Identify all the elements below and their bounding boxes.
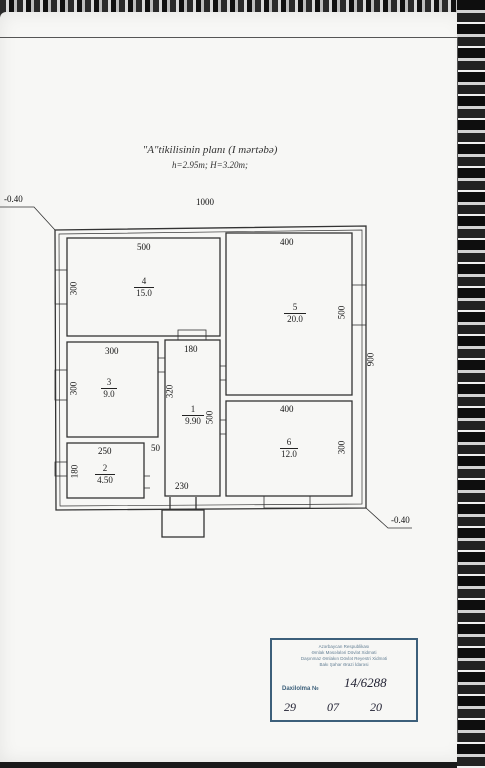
room-number: 5	[284, 302, 306, 314]
room-3-label: 3 9.0	[101, 377, 117, 400]
room-3-width: 300	[105, 346, 119, 356]
stamp-reg-label: Daxilolma №	[282, 686, 319, 692]
room-2-width: 250	[98, 446, 112, 456]
room-3-height: 300	[68, 381, 79, 396]
window	[54, 369, 68, 401]
room-number: 3	[101, 377, 117, 389]
room-6-width: 400	[280, 404, 294, 414]
overall-height-dim: 900	[365, 352, 376, 367]
room-1-width: 180	[184, 344, 198, 354]
room-2-height: 180	[69, 464, 80, 479]
room-4-height: 300	[68, 281, 79, 296]
room-1-height: 500	[204, 410, 215, 425]
drawing-frame	[0, 37, 458, 742]
room-1-label: 1 9.90	[182, 404, 204, 427]
stamp-line: Bakı Şəhər Ərazi İdarəsi	[319, 662, 369, 667]
stamp-reg-number: 14/6288	[344, 675, 387, 690]
room-area: 9.0	[103, 389, 115, 399]
registration-stamp: Azərbaycan Respublikası Əmlak Məsələləri…	[270, 638, 418, 722]
stamp-line: Azərbaycan Respublikası	[318, 644, 370, 649]
plan-title: "A"tikilisinin planı (I mərtəbə)	[142, 144, 278, 156]
room-5-label: 5 20.0	[284, 302, 306, 325]
entry-width-dim: 230	[175, 481, 189, 491]
scan-right-edge	[457, 0, 485, 768]
room-area: 15.0	[136, 288, 152, 298]
room-area: 20.0	[287, 314, 303, 324]
stamp-line: Əmlak Məsələləri Dövlət Xidməti	[311, 650, 377, 655]
level-mark-left: -0.40	[4, 194, 23, 204]
room-2-label: 2 4.50	[95, 463, 115, 486]
room-5-width: 400	[280, 237, 294, 247]
overall-width-dim: 1000	[196, 197, 214, 207]
stamp-date: 29 07 20	[284, 700, 382, 714]
room-number: 1	[182, 404, 204, 416]
room-number: 6	[280, 437, 298, 449]
window	[177, 329, 207, 341]
stamp-line: Daşınmaz Əmlakın Dövlət Reyestri Xidməti	[300, 656, 388, 661]
level-leader-left	[0, 206, 56, 231]
entry-step	[161, 509, 205, 538]
level-mark-right: -0.40	[391, 515, 410, 525]
room-6-label: 6 12.0	[280, 437, 298, 460]
room-area: 12.0	[281, 449, 297, 459]
window	[54, 461, 68, 477]
room-4-label: 4 15.0	[134, 276, 154, 299]
room-area: 9.90	[185, 416, 201, 426]
paper-sheet	[0, 12, 465, 762]
window	[263, 495, 311, 509]
room-number: 4	[134, 276, 154, 288]
window	[54, 269, 68, 305]
window	[351, 284, 367, 326]
room-area: 4.50	[97, 475, 113, 485]
outer-wall-inner	[58, 229, 363, 507]
room-6-height: 300	[336, 440, 347, 455]
step-dim: 50	[151, 443, 160, 453]
corridor-upper-dim: 320	[164, 384, 175, 399]
level-leader-right	[365, 507, 412, 529]
room-number: 2	[95, 463, 115, 475]
room-5-height: 500	[336, 305, 347, 320]
plan-subtitle: h=2.95m; H=3.20m;	[172, 160, 248, 170]
room-4-width: 500	[137, 242, 151, 252]
